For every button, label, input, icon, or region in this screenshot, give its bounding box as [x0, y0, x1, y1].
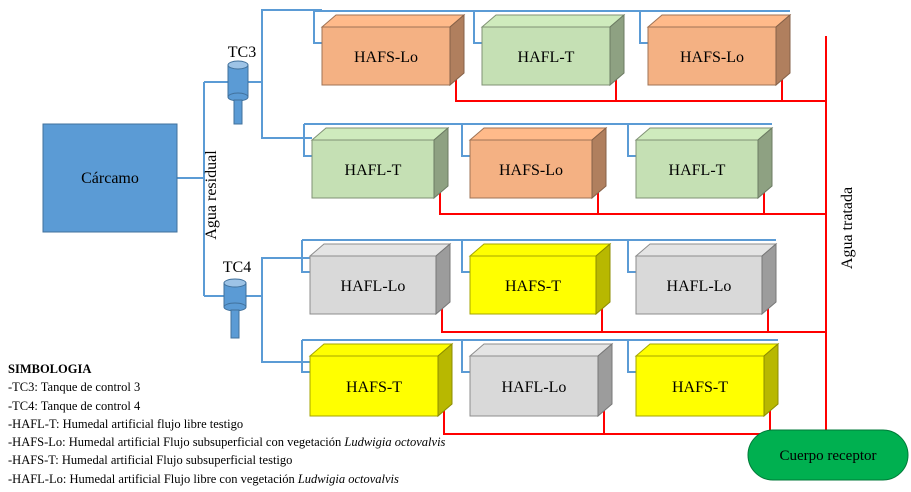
tc3-to-row1-pipe [248, 9, 322, 83]
wetland-unit: HAFL-Lo [468, 342, 614, 418]
tc4-to-row4-pipe [261, 296, 310, 363]
wetland-unit: HAFL-T [310, 126, 450, 200]
wetland-unit-label: HAFL-T [669, 162, 726, 179]
wetland-unit: HAFL-Lo [634, 242, 778, 316]
legend-item-hafs-lo: -HAFS-Lo: Humedal artificial Flujo subsu… [8, 435, 446, 450]
wetland-unit: HAFS-T [634, 342, 780, 418]
wetland-unit: HAFS-T [468, 242, 612, 316]
unit-inlet-pipe [639, 11, 650, 44]
unit-inlet-pipe [303, 124, 314, 157]
unit-inlet-pipe [301, 340, 312, 373]
agua-tratada-label: Agua tratada [839, 187, 856, 269]
wetland-unit: HAFS-Lo [468, 126, 608, 200]
legend-item-hafl-t: -HAFL-T: Humedal artificial flujo libre … [8, 416, 244, 431]
wetland-unit: HAFS-Lo [320, 13, 466, 87]
carcamo-box [42, 123, 178, 233]
unit-inlet-pipe [627, 340, 638, 373]
unit-inlet-pipe [313, 11, 324, 44]
legend-item-hafs-t: -HAFS-T: Humedal artificial Flujo subsup… [8, 453, 293, 468]
wetland-unit: HAFL-T [480, 13, 626, 87]
wetland-unit: HAFL-Lo [308, 242, 452, 316]
wetland-unit-label: HAFL-Lo [502, 379, 567, 396]
tank-tc3-icon [227, 60, 249, 125]
wetland-unit: HAFS-Lo [646, 13, 792, 87]
carcamo-label: Cárcamo [81, 170, 139, 187]
unit-inlet-pipe [461, 240, 472, 273]
cuerpo-receptor-shape [747, 429, 909, 481]
wetland-unit-label: HAFS-T [346, 379, 402, 396]
unit-inlet-pipe [627, 240, 638, 273]
fixed-elements: Cárcamo Agua residual Agua tratada TC3 T… [42, 44, 909, 481]
legend: SIMBOLOGIA -TC3: Tanque de control 3 -TC… [8, 360, 445, 488]
legend-item-tc3: -TC3: Tanque de control 3 [8, 380, 141, 395]
unit-inlet-pipe [473, 11, 484, 44]
unit-inlet-pipe [301, 240, 312, 273]
legend-item-hafl-lo: -HAFL-Lo: Humedal artificial Flujo libre… [8, 471, 399, 486]
wetland-unit-label: HAFL-T [345, 162, 402, 179]
wetland-unit-label: HAFL-T [518, 49, 575, 66]
wetland-unit: HAFS-T [308, 342, 454, 418]
legend-title: SIMBOLOGIA [8, 362, 92, 376]
wastewater-pipes [177, 9, 790, 373]
wetland-unit-label: HAFL-Lo [341, 278, 406, 295]
agua-residual-label: Agua residual [203, 150, 220, 240]
wetland-unit: HAFL-T [634, 126, 774, 200]
cuerpo-receptor-label: Cuerpo receptor [779, 448, 876, 464]
wetland-unit-label: HAFS-Lo [680, 49, 744, 66]
wetland-unit-label: HAFS-Lo [499, 162, 563, 179]
legend-item-tc4: -TC4: Tanque de control 4 [8, 398, 141, 413]
wetland-unit-label: HAFS-Lo [354, 49, 418, 66]
tc3-label: TC3 [228, 44, 256, 61]
unit-inlet-pipe [461, 124, 472, 157]
tc4-to-row3-pipe [246, 257, 310, 297]
wetland-unit-label: HAFL-Lo [667, 278, 732, 295]
tc3-to-row2-pipe [261, 82, 312, 139]
unit-inlet-pipe [461, 340, 472, 373]
tc4-label: TC4 [223, 259, 251, 276]
wetland-unit-label: HAFS-T [505, 278, 561, 295]
tank-tc4-icon [223, 278, 247, 339]
wetland-unit-label: HAFS-T [672, 379, 728, 396]
unit-inlet-pipe [627, 124, 638, 157]
